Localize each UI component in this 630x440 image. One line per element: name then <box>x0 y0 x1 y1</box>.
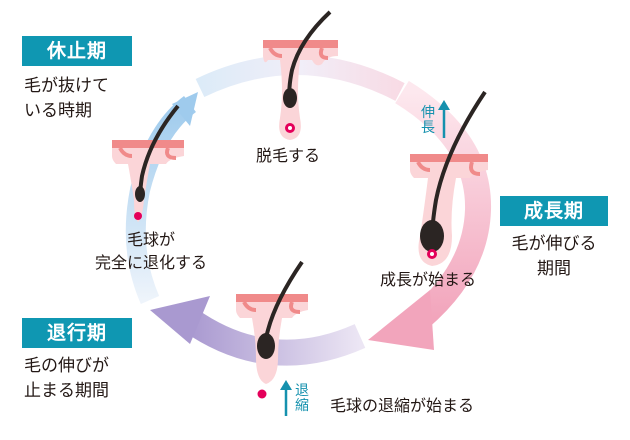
stage-label-bulb-line2: 完全に退化する <box>94 253 207 272</box>
phase-desc-regression-line1: 毛の伸びが <box>24 356 109 376</box>
follicle-regression <box>236 260 308 399</box>
phase-badge-regression: 退行期 <box>22 318 132 348</box>
phase-desc-regression: 毛の伸びが 止まる期間 <box>24 354 109 404</box>
retraction-char-1: 退 <box>295 383 309 399</box>
phase-desc-growth-line1: 毛が伸びる <box>511 234 597 254</box>
elongation-arrow-icon <box>438 100 450 138</box>
phase-desc-regression-line2: 止まる期間 <box>24 381 109 401</box>
phase-desc-resting-line2: いる時期 <box>24 101 92 121</box>
phase-desc-growth: 毛が伸びる 期間 <box>500 232 608 282</box>
cycle-arrow-top <box>195 54 405 101</box>
follicle-growth <box>410 90 488 266</box>
stage-label-shedding: 脱毛する <box>256 146 321 165</box>
follicle-shedding <box>263 10 338 140</box>
stage-label-growth-start: 成長が始まる <box>380 270 477 289</box>
phase-desc-resting: 毛が抜けて いる時期 <box>24 74 109 124</box>
elongation-char-1: 伸 <box>421 105 435 121</box>
stage-label-bulb-shrink-start: 毛球の退縮が始まる <box>330 396 475 415</box>
retraction-arrow-icon <box>280 380 292 416</box>
phase-desc-resting-line1: 毛が抜けて <box>24 76 109 96</box>
retraction-indicator-text: 退 縮 <box>294 384 310 414</box>
elongation-indicator-text: 伸 長 <box>420 106 436 136</box>
stage-label-bulb-degenerate: 毛球が 完全に退化する <box>76 228 226 274</box>
retraction-char-2: 縮 <box>295 398 309 414</box>
phase-badge-growth: 成長期 <box>500 196 608 226</box>
phase-desc-growth-line2: 期間 <box>537 259 571 279</box>
elongation-char-2: 長 <box>421 120 435 136</box>
phase-badge-resting: 休止期 <box>22 36 132 66</box>
follicle-resting <box>112 104 184 222</box>
cycle-arrow-right <box>368 80 492 350</box>
stage-label-bulb-line1: 毛球が <box>126 230 175 249</box>
